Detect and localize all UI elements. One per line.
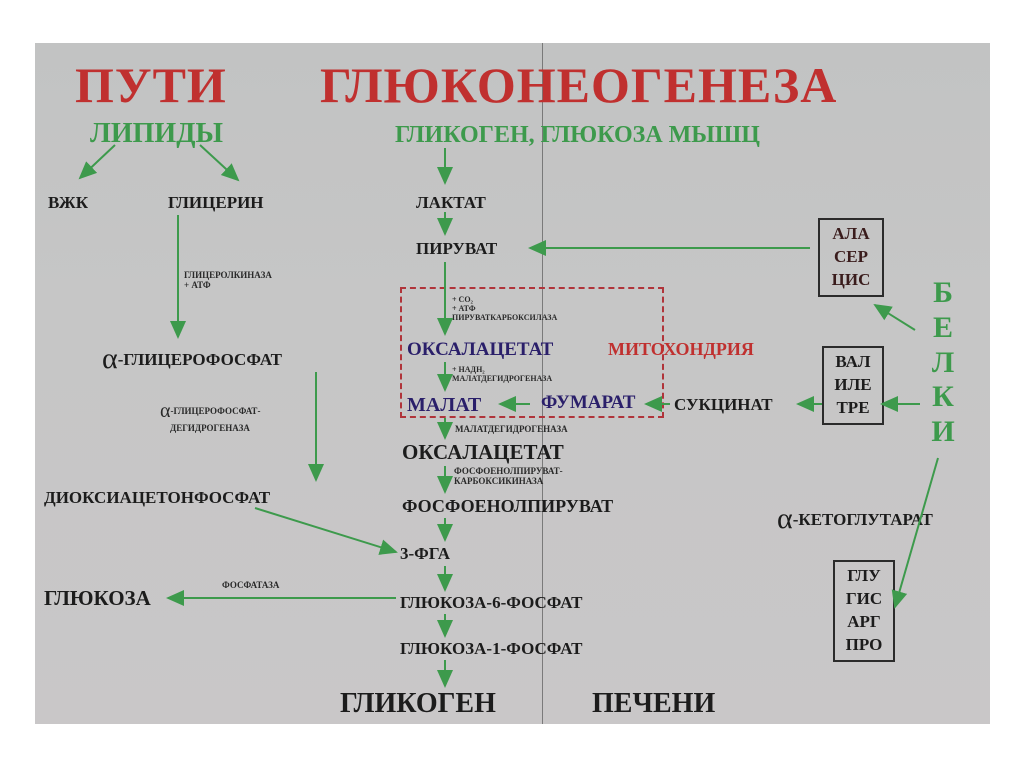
title-part-1: ПУТИ	[75, 57, 227, 113]
amino-thr: ТРЕ	[836, 397, 870, 417]
poster-background	[35, 43, 990, 724]
node-malate: МАЛАТ	[407, 394, 482, 416]
source-glycogen-muscle: ГЛИКОГЕН, ГЛЮКОЗА МЫШЦ	[395, 122, 760, 148]
label-liver: ПЕЧЕНИ	[592, 688, 716, 719]
proteins-letter: К	[932, 380, 954, 414]
mdh-cofactor-nadh: + НАДН₂	[452, 365, 485, 374]
amino-arg: АРГ	[847, 611, 881, 631]
enzyme-gpdh-line2: ДЕГИДРОГЕНАЗА	[170, 423, 250, 433]
amino-cys: ЦИС	[831, 269, 871, 289]
node-glycogen: ГЛИКОГЕН	[340, 688, 496, 719]
amino-box-ala-ser-cys: АЛА СЕР ЦИС	[818, 218, 884, 297]
proteins-letter: Л	[931, 345, 955, 379]
node-lactate: ЛАКТАТ	[416, 193, 486, 212]
node-oxaloacetate-cyto: ОКСАЛАЦЕТАТ	[402, 440, 564, 464]
node-alpha-ketoglutarate: α-КЕТОГЛУТАРАТ	[777, 504, 933, 534]
node-3-pga: 3-ФГА	[400, 544, 451, 563]
enzyme-pyruvate-carboxylase: ПИРУВАТКАРБОКСИЛАЗА	[452, 313, 558, 323]
amino-his: ГИС	[845, 588, 883, 608]
enzyme-gpdh-line1: -ГЛИЦЕРОФОСФАТ-	[170, 406, 261, 416]
alpha-glycerophosphate-label: -ГЛИЦЕРОФОСФАТ	[117, 350, 282, 369]
alpha-symbol: α	[102, 342, 118, 375]
amino-val: ВАЛ	[835, 352, 871, 371]
label-mitochondria: МИТОХОНДРИЯ	[608, 339, 754, 359]
amino-ala: АЛА	[832, 224, 870, 243]
amino-pro: ПРО	[845, 634, 883, 654]
proteins-letter: Е	[932, 310, 953, 344]
enzyme-glycerolkinase: ГЛИЦЕРОЛКИНАЗА + АТФ	[184, 270, 272, 291]
enzyme-gpdh: α-ГЛИЦЕРОФОСФАТ- ДЕГИДРОГЕНАЗА	[160, 400, 260, 433]
title-part-2: ГЛЮКОНЕОГЕНЕЗА	[320, 57, 838, 113]
amino-ile: ИЛЕ	[834, 374, 872, 394]
node-glucose: ГЛЮКОЗА	[44, 586, 151, 610]
node-dhap: ДИОКСИАЦЕТОНФОСФАТ	[44, 488, 271, 507]
pc-cofactor-atp: + АТФ	[452, 304, 476, 314]
enzyme-pepck-line2: КАРБОКСИКИНАЗА	[454, 476, 544, 487]
enzyme-pepck-line1: ФОСФОЕНОЛПИРУВАТ-	[454, 466, 563, 476]
enzyme-pepck: ФОСФОЕНОЛПИРУВАТ- КАРБОКСИКИНАЗА	[454, 466, 563, 487]
pc-cofactor-co2: + CO₂	[452, 295, 473, 304]
node-pep: ФОСФОЕНОЛПИРУВАТ	[402, 496, 614, 516]
source-proteins: Б Е Л К И	[928, 276, 958, 450]
alpha-symbol: α	[160, 400, 171, 422]
enzyme-glycerolkinase-name: ГЛИЦЕРОЛКИНАЗА	[184, 270, 272, 280]
mdh-cofactors: + НАДН₂ МАЛАТДЕГИДРОГЕНАЗА	[452, 365, 552, 383]
node-glucose-6-phosphate: ГЛЮКОЗА-6-ФОСФАТ	[400, 593, 583, 612]
node-fumarate: ФУМАРАТ	[541, 392, 636, 413]
node-alpha-glycerophosphate: α-ГЛИЦЕРОФОСФАТ	[102, 344, 282, 374]
amino-box-glu-his-arg-pro: ГЛУ ГИС АРГ ПРО	[833, 560, 895, 662]
node-glucose-1-phosphate: ГЛЮКОЗА-1-ФОСФАТ	[400, 639, 583, 658]
enzyme-phosphatase: ФОСФАТАЗА	[222, 580, 280, 590]
alpha-symbol: α	[777, 502, 793, 535]
node-oxaloacetate-mito: ОКСАЛАЦЕТАТ	[407, 339, 554, 360]
node-pyruvate: ПИРУВАТ	[416, 239, 498, 258]
node-vzhk: ВЖК	[48, 193, 89, 212]
amino-box-val-ile-thr: ВАЛ ИЛЕ ТРЕ	[822, 346, 884, 425]
enzyme-glycerolkinase-cofactor: + АТФ	[184, 280, 211, 291]
mitochondria-boundary	[400, 287, 664, 418]
amino-ser: СЕР	[834, 246, 868, 266]
poster-fold-line	[542, 43, 543, 724]
pc-cofactors: + CO₂ + АТФ ПИРУВАТКАРБОКСИЛАЗА	[452, 295, 557, 323]
proteins-letter: Б	[933, 276, 953, 309]
amino-glu: ГЛУ	[847, 566, 881, 585]
enzyme-malate-dehydrogenase-mito: МАЛАТДЕГИДРОГЕНАЗА	[452, 374, 553, 384]
source-lipids: ЛИПИДЫ	[90, 118, 223, 149]
node-glycerol: ГЛИЦЕРИН	[168, 193, 264, 212]
alpha-ketoglutarate-label: -КЕТОГЛУТАРАТ	[792, 510, 933, 529]
proteins-letter: И	[931, 415, 955, 449]
node-succinate: СУКЦИНАТ	[674, 395, 773, 414]
enzyme-malate-dehydrogenase-cyto: МАЛАТДЕГИДРОГЕНАЗА	[455, 424, 568, 434]
